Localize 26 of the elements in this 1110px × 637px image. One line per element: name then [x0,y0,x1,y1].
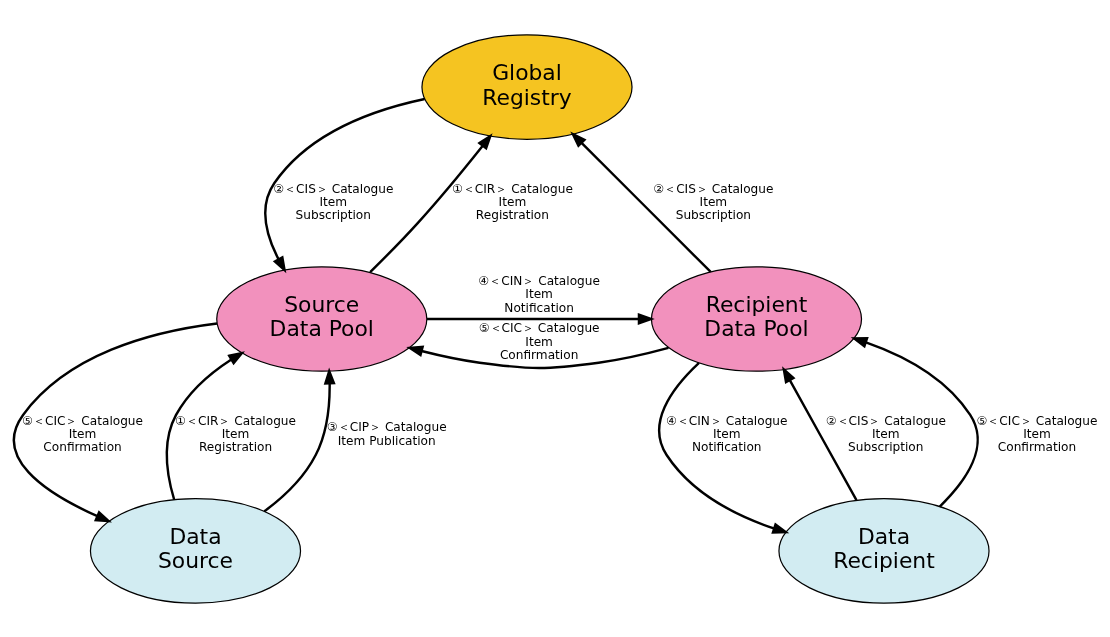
edge-label: ①＜CIR＞ Catalogue Item Registration [451,181,573,222]
edge-label: ④＜CIN＞ Catalogue Item Notification [665,413,788,454]
arrow [369,132,493,273]
edge-label: ②＜CIS＞ Catalogue Item Subscription [825,413,946,454]
node-ellipse: Recipient Data Pool [650,265,863,372]
edge-label: ②＜CIS＞ Catalogue Item Subscription [653,181,774,222]
arrow [264,97,425,273]
edge-label: ⑤＜CIC＞ Catalogue Item Confirmation [22,413,144,454]
arrow [570,131,712,273]
arrow [850,336,979,507]
edge-label: ①＜CIR＞ Catalogue Item Registration [175,413,297,454]
arrow [263,366,336,512]
arrow [12,321,218,522]
node-ellipse: Data Source [89,497,302,604]
arrow [782,365,858,501]
arrow [406,345,669,369]
arrow [165,350,245,500]
arrow [427,312,655,325]
edge-label: ⑤＜CIC＞ Catalogue Item Confirmation [976,413,1098,454]
edge-label: ④＜CIN＞ Catalogue Item Notification [478,273,600,315]
edge-label: ⑤＜CIC＞ Catalogue Item Confirmation [478,320,600,362]
arrow [658,361,790,534]
node-ellipse: Global Registry [421,33,633,140]
edge-label: ③＜CIP＞ Catalogue Item Publication [326,419,447,448]
edge-label: ②＜CIS＞ Catalogue Item Subscription [273,181,394,222]
node-ellipse: Data Recipient [778,497,990,604]
